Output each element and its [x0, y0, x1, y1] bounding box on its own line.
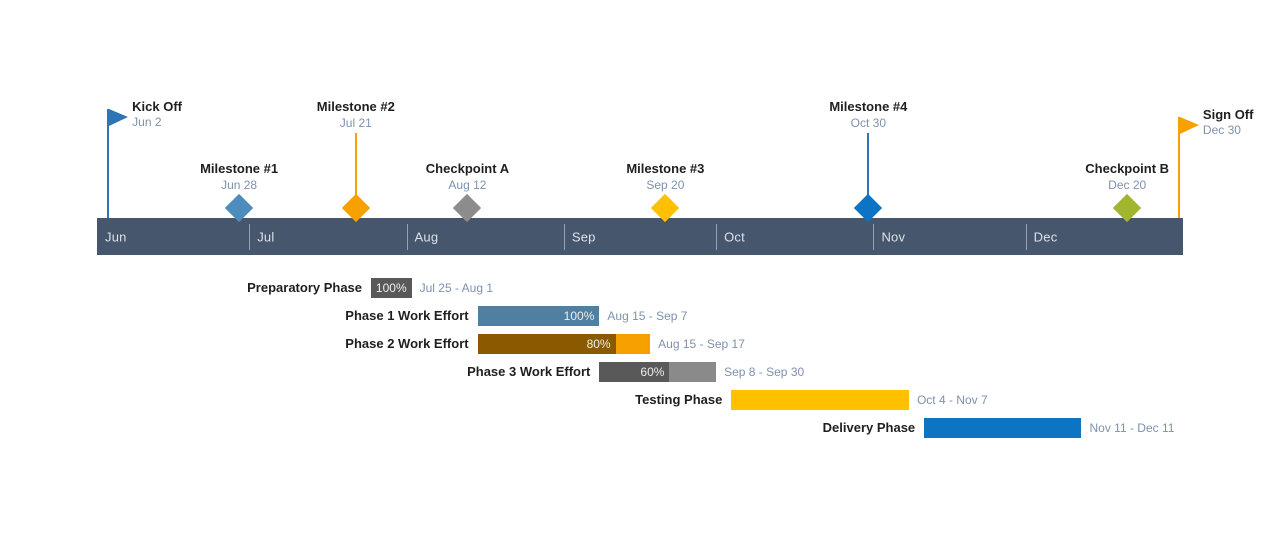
milestone-title: Checkpoint B — [1085, 161, 1170, 176]
milestone-connector-line — [354, 133, 357, 198]
flag-pole — [1177, 117, 1180, 218]
task-date-range: Jul 25 - Aug 1 — [419, 281, 494, 295]
timeline-band — [97, 218, 1183, 255]
milestone-date: Jun 28 — [221, 178, 258, 192]
task-bar[interactable] — [924, 418, 1082, 438]
month-label: Sep — [571, 229, 596, 244]
task-date-range: Sep 8 - Sep 30 — [724, 365, 805, 379]
month-divider — [1025, 224, 1027, 250]
flag-icon[interactable] — [1179, 117, 1199, 134]
task-bar-completed-segment: 80% — [477, 334, 616, 354]
milestone-date: Sep 20 — [646, 178, 685, 192]
month-label: Nov — [881, 229, 906, 244]
month-divider — [249, 224, 251, 250]
milestone-date: Jun 2 — [132, 115, 162, 129]
month-divider — [563, 224, 565, 250]
month-label: Dec — [1033, 229, 1058, 244]
task-label: Phase 2 Work Effort — [345, 336, 469, 351]
month-divider — [873, 224, 875, 250]
month-cell-nov: Nov — [873, 218, 1025, 255]
task-label: Preparatory Phase — [247, 280, 363, 295]
month-label: Aug — [414, 229, 439, 244]
task-percent-label: 100% — [375, 281, 407, 295]
milestone-title: Sign Off — [1202, 107, 1254, 122]
month-cell-aug: Aug — [407, 218, 564, 255]
milestone-title: Milestone #4 — [829, 99, 908, 114]
flag-pole — [107, 109, 110, 218]
task-bar[interactable]: 100% — [477, 306, 600, 326]
milestone-title: Kick Off — [132, 99, 182, 114]
task-label: Phase 3 Work Effort — [467, 364, 591, 379]
task-bar[interactable] — [731, 390, 909, 410]
milestone-connector-line — [867, 133, 870, 198]
milestone-date: Aug 12 — [448, 178, 487, 192]
month-divider — [406, 224, 408, 250]
task-label: Testing Phase — [635, 392, 723, 407]
milestone-date: Oct 30 — [850, 116, 887, 130]
task-bar-completed-segment: 100% — [477, 306, 600, 326]
month-label: Oct — [724, 229, 745, 244]
task-date-range: Aug 15 - Sep 17 — [658, 337, 745, 351]
task-label: Delivery Phase — [822, 420, 916, 435]
month-cell-oct: Oct — [716, 218, 873, 255]
task-bar[interactable]: 100% — [371, 278, 412, 298]
milestone-title: Milestone #3 — [626, 161, 705, 176]
milestone-date: Dec 30 — [1202, 123, 1241, 137]
task-date-range: Aug 15 - Sep 7 — [607, 309, 688, 323]
task-percent-label: 80% — [586, 337, 611, 351]
task-bar[interactable]: 80% — [477, 334, 651, 354]
month-label: Jul — [257, 229, 275, 244]
flag-icon[interactable] — [109, 109, 129, 126]
milestone-title: Milestone #2 — [316, 99, 395, 114]
task-bar[interactable]: 60% — [599, 362, 717, 382]
milestone-title: Checkpoint A — [425, 161, 510, 176]
task-label: Phase 1 Work Effort — [345, 308, 469, 323]
month-cell-jun: Jun — [97, 218, 249, 255]
task-bar-completed-segment: 60% — [599, 362, 670, 382]
month-cell-jul: Jul — [249, 218, 406, 255]
milestone-date: Jul 21 — [339, 116, 372, 130]
task-bar-completed-segment: 100% — [371, 278, 412, 298]
milestone-title: Milestone #1 — [200, 161, 279, 176]
task-date-range: Oct 4 - Nov 7 — [916, 393, 988, 407]
task-percent-label: 60% — [640, 365, 665, 379]
month-divider — [716, 224, 718, 250]
month-cell-dec: Dec — [1026, 218, 1183, 255]
task-date-range: Nov 11 - Dec 11 — [1089, 421, 1175, 435]
month-label: Jun — [105, 229, 127, 244]
task-percent-label: 100% — [563, 309, 595, 323]
month-cell-sep: Sep — [564, 218, 716, 255]
milestone-date: Dec 20 — [1108, 178, 1147, 192]
